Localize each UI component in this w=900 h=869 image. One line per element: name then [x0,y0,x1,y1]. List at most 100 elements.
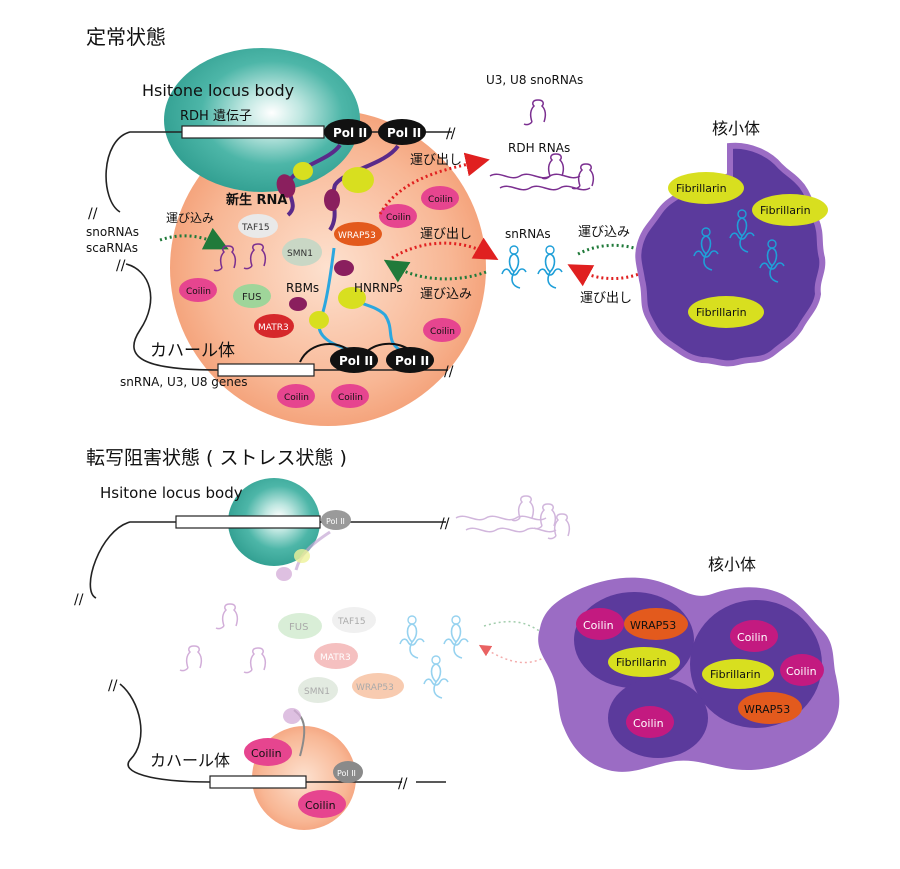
import-label-3: 運び込み [420,287,472,302]
coilin-top-6-label: Coilin [338,393,363,403]
snrna-genes-label: snRNA, U3, U8 genes [120,375,248,389]
faded-rna-bottom [294,530,331,571]
cajal-body-label-bottom: カハール体 [150,751,230,770]
taf15-top [238,214,278,238]
chromatin-line-top-a [105,131,182,213]
import-arrow-1 [159,227,229,250]
matr3-top-label: MATR3 [258,323,289,333]
wrap53-nuc-2-label: WRAP53 [744,703,790,716]
pol-ii-bottom-2-label: Pol II [337,769,356,778]
export-arrow-2 [391,237,499,260]
fus-top-label: FUS [242,292,261,303]
rdh-rna-strand [489,173,581,179]
u3-u8-icon [523,99,547,126]
fus-bottom [278,613,322,639]
yellow-factor-4 [309,311,329,329]
fibrillarin-top-1 [668,172,744,204]
chromatin-line-top-c [125,263,219,371]
rbm-blob-1 [276,174,296,198]
fus-bottom-label: FUS [289,622,308,633]
pol-ii-top-2 [378,119,426,145]
coilin-top-2-label: Coilin [386,213,411,223]
hnrnps-label: HNRNPs [354,281,403,295]
faded-rdh-rnas [455,495,571,540]
pol-ii-top-2-label: Pol II [387,126,421,140]
nascent-rna-strand-2 [328,144,400,232]
pol-ii-bottom-1-label: Pol II [326,517,345,526]
smn1-bottom [298,677,338,703]
yellow-factor-3 [338,287,366,309]
nascent-rna-label: 新生 RNA [226,192,287,208]
scarnas-label: scaRNAs [86,241,138,255]
snrna-gene-box-bottom [209,775,307,789]
wrap53-bottom-label: WRAP53 [356,683,394,693]
break-mark-top-b: // [88,206,98,222]
wrap53-top [334,222,382,246]
smn1-bottom-label: SMN1 [304,687,330,697]
yellow-factor-2 [342,167,374,193]
matr3-top [254,314,294,338]
coilin-top-1 [421,186,459,210]
break-mark-bottom-d: // [398,776,408,792]
coilin-top-6 [331,384,369,408]
rdh-gene-box [181,125,325,139]
fibrillarin-nuc-1-label: Fibrillarin [616,656,667,669]
nucleolus-label-bottom: 核小体 [708,555,756,574]
top-heading: 定常状態 [86,25,166,49]
coilin-nuc-1-label: Coilin [583,619,614,632]
pol-ii-top-4 [386,347,434,373]
coilin-nuc-4-label: Coilin [633,717,664,730]
import-label-2: 運び込み [578,225,630,240]
rdh-rnas-label: RDH RNAs [508,141,570,155]
coilin-top-4-label: Coilin [430,327,455,337]
coilin-top-2 [379,204,417,228]
coilin-bottom-1 [244,738,292,766]
coilin-nuc-3 [780,654,824,686]
histone-locus-body-top [164,48,360,192]
break-mark-top-c: // [116,258,126,274]
taf15-bottom-label: TAF15 [337,617,366,627]
break-mark-top-a: // [446,126,456,142]
coilin-top-5 [277,384,315,408]
pol-ii-bottom-1 [321,510,351,530]
yellow-factor-1 [293,162,313,180]
break-mark-top-d: // [444,364,454,380]
faded-blob-bottom [276,567,292,581]
smn1-top-label: SMN1 [287,249,313,259]
rbms-label: RBMs [286,281,319,295]
fibrillarin-nuc-1 [608,647,680,677]
matr3-bottom-label: MATR3 [320,653,351,663]
bottom-heading: 転写阻害状態 ( ストレス状態 ) [86,447,347,469]
fibrillarin-top-1-label: Fibrillarin [676,182,727,195]
coilin-top-3 [179,278,217,302]
pol-ii-top-3-label: Pol II [339,354,373,368]
export-label-1: 運び出し [410,153,462,168]
coilin-bottom-1-label: Coilin [251,747,282,760]
histone-body-label-bottom: Hsitone locus body [100,484,243,502]
snrna-icons-top [501,245,563,289]
coilin-nuc-4 [626,706,674,738]
rbm-blob-3 [334,260,354,276]
break-mark-bottom-a: // [74,592,84,608]
export-arrow-1 [378,152,490,215]
rdh-rna-stemloops [541,153,595,190]
histone-body-label-top: Hsitone locus body [142,81,294,100]
pol-ii-top-4-label: Pol II [395,354,429,368]
histone-gene-box-bottom [175,515,321,529]
chromatin-line-bottom-a [89,521,176,599]
pol-ii-top-3 [330,347,378,373]
smn1-top [282,238,322,266]
rbm-blob-2 [324,189,340,211]
coilin-nuc-2-label: Coilin [737,631,768,644]
export-label-2: 運び出し [420,227,472,242]
coilin-nuc-2 [730,620,778,652]
coilin-nuc-1 [576,608,624,640]
break-mark-bottom-c: // [108,678,118,694]
import-label-1: 運び込み [166,211,214,225]
fibrillarin-nuc-2-label: Fibrillarin [710,668,761,681]
coilin-top-5-label: Coilin [284,393,309,403]
rdh-gene-label: RDH 遺伝子 [180,109,252,124]
wrap53-nuc-2 [738,692,802,724]
fibrillarin-top-3-label: Fibrillarin [696,306,747,319]
